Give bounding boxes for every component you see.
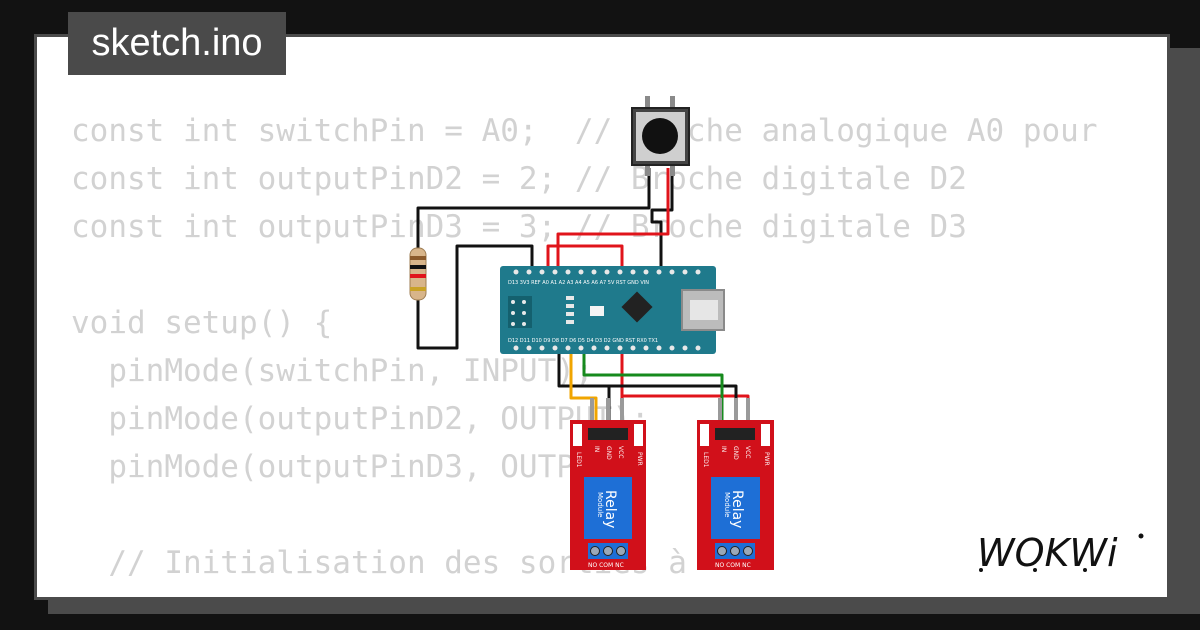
- resistor: [409, 247, 427, 301]
- relay-1-pin-in: IN: [593, 446, 600, 452]
- relay-2-block: [711, 477, 760, 539]
- wire-button-5v[interactable]: [556, 168, 670, 272]
- chip-icon: [621, 291, 653, 323]
- relay-module-2[interactable]: Relay Module IN GND VCC LED1 PWR NO COM …: [697, 398, 774, 570]
- relay-2-terminals: NO COM NC: [715, 562, 751, 569]
- relay-2-label: Relay: [729, 490, 745, 528]
- relay-1-label: Relay: [602, 490, 618, 528]
- relay-2-pin-gnd: GND: [732, 446, 739, 460]
- wire-resistor-gnd[interactable]: [416, 244, 534, 350]
- relay-2-pwr-label: PWR: [763, 452, 770, 466]
- wire-d2-relay1[interactable]: [569, 345, 598, 428]
- file-tab[interactable]: sketch.ino: [68, 12, 286, 75]
- wokwi-logo-text: WOKWi: [977, 531, 1118, 575]
- code-line-11: digitalWrite(outputPinD2, LOW);: [71, 587, 1098, 597]
- relay-2-led-label: LED1: [702, 452, 709, 468]
- wokwi-logo: WOKWi: [977, 531, 1144, 575]
- relay-2-sublabel: Module: [723, 492, 731, 517]
- code-line-3: const int outputPinD3 = 3; // Broche dig…: [71, 209, 967, 245]
- relay-1-sublabel: Module: [596, 492, 604, 517]
- relay-1-terminals: NO COM NC: [588, 562, 624, 569]
- arduino-bottom-header-label: D12 D11 D10 D9 D8 D7 D6 D5 D4 D3 D2 GND …: [508, 338, 658, 344]
- relay-2-pin-vcc: VCC: [744, 446, 751, 458]
- wire-button-resistor[interactable]: [416, 168, 651, 250]
- relay-2-pin-in: IN: [720, 446, 727, 452]
- arduino-top-header-label: D13 3V3 REF A0 A1 A2 A3 A4 A5 A6 A7 5V R…: [508, 280, 649, 286]
- relay-module-1[interactable]: Relay Module IN GND VCC LED1 PWR NO COM …: [570, 398, 646, 570]
- relay-1-block: [584, 477, 632, 539]
- relay-1-pin-gnd: GND: [605, 446, 612, 460]
- wire-button-a0[interactable]: [650, 168, 674, 272]
- code-line-2: const int outputPinD2 = 2; // Broche dig…: [71, 161, 967, 197]
- relay-1-pin-vcc: VCC: [617, 446, 624, 458]
- arduino-nano[interactable]: D13 3V3 REF A0 A1 A2 A3 A4 A5 A6 A7 5V R…: [500, 266, 725, 354]
- pushbutton[interactable]: [631, 96, 690, 176]
- code-line-7: pinMode(outputPinD2, OUTPUT);: [71, 401, 650, 437]
- wire-gnd-relays[interactable]: [557, 345, 738, 428]
- button-cap-icon[interactable]: [642, 118, 678, 154]
- relay-1-pwr-label: PWR: [636, 452, 643, 466]
- code-line-5: void setup() {: [71, 305, 333, 341]
- relay-1-led-label: LED1: [575, 452, 582, 468]
